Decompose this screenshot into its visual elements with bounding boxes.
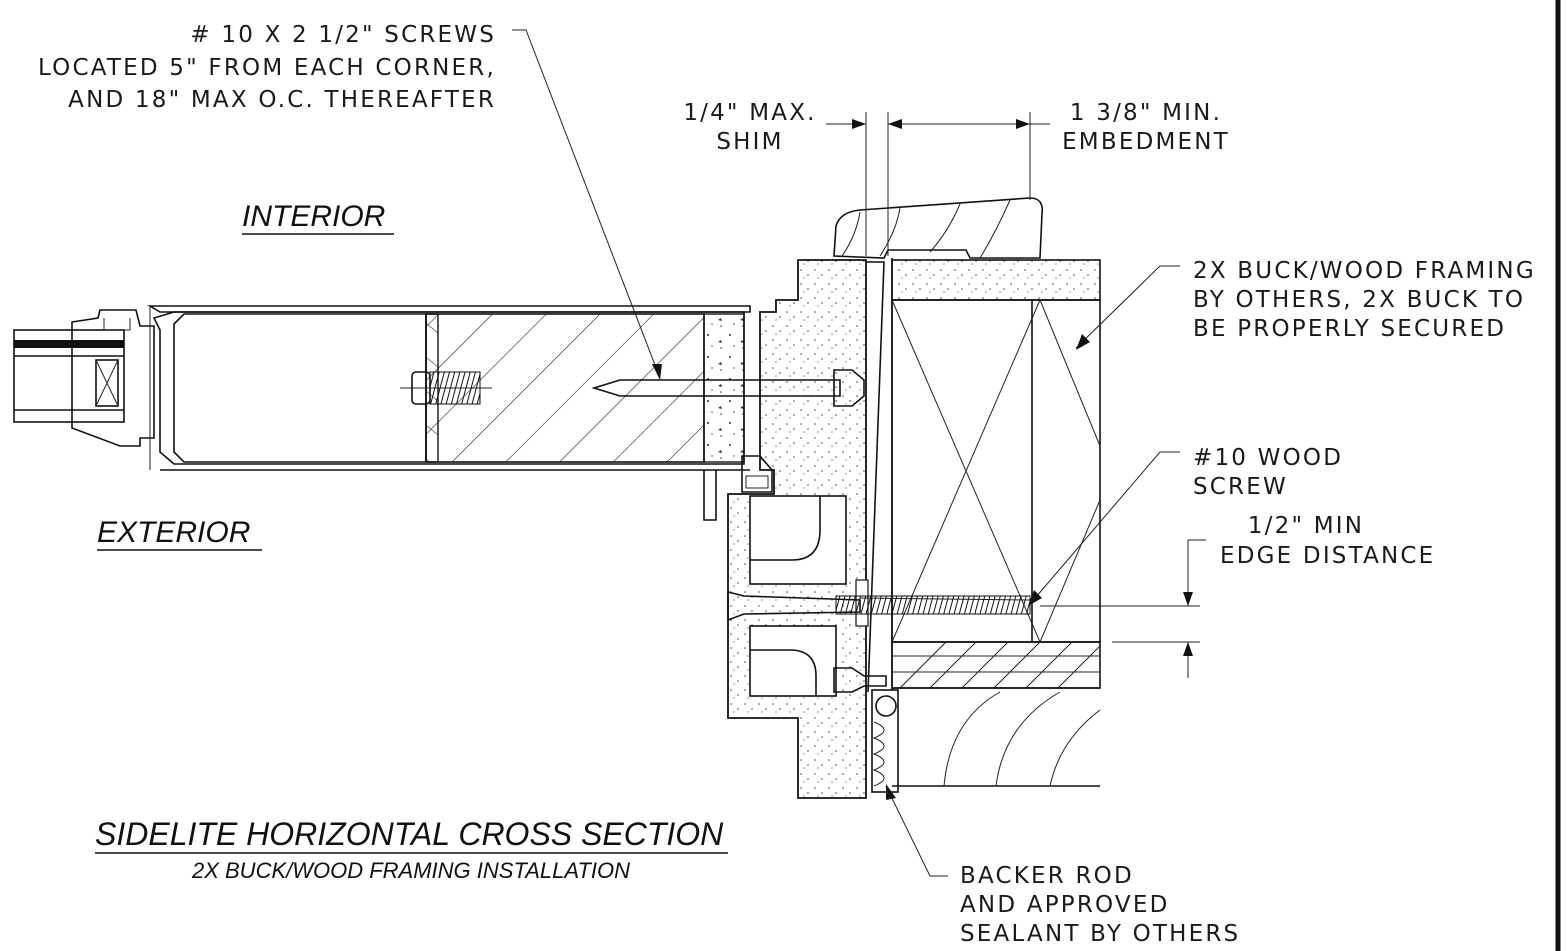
shim-note-line-1: 1/4" MAX. bbox=[683, 100, 816, 126]
drawing-title: SIDELITE HORIZONTAL CROSS SECTION bbox=[95, 816, 724, 852]
edge-note-line-1: 1/2" MIN bbox=[1248, 513, 1364, 539]
frame-cavity-upper bbox=[749, 495, 847, 585]
shim bbox=[866, 261, 885, 693]
exterior-wall bbox=[892, 687, 1101, 787]
interior-trim bbox=[833, 197, 1044, 259]
sill-hatch bbox=[891, 641, 1101, 689]
interior-label: INTERIOR bbox=[242, 200, 385, 233]
buck-note-line-2: BY OTHERS, 2X BUCK TO bbox=[1193, 287, 1525, 313]
embedment-note-line-1: 1 3/8" MIN. bbox=[1070, 100, 1222, 126]
frame-cavity-lower bbox=[749, 625, 837, 697]
buck-note-line-1: 2X BUCK/WOOD FRAMING bbox=[1193, 258, 1536, 284]
drawing-subtitle: 2X BUCK/WOOD FRAMING INSTALLATION bbox=[191, 858, 630, 883]
wood-screw-note-line-2: SCREW bbox=[1193, 474, 1288, 500]
exterior-label: EXTERIOR bbox=[97, 516, 250, 549]
screws-note-line-2: LOCATED 5" FROM EACH CORNER, bbox=[38, 55, 496, 81]
shim-dimension bbox=[826, 112, 1050, 256]
edge-note-line-2: EDGE DISTANCE bbox=[1220, 543, 1435, 569]
sidelite-frame bbox=[13, 305, 751, 471]
lower-screw bbox=[833, 667, 887, 693]
drywall bbox=[891, 259, 1101, 301]
buck-note-line-3: BE PROPERLY SECURED bbox=[1193, 316, 1506, 342]
wood-screw-note-line-1: #10 WOOD bbox=[1193, 445, 1343, 471]
backer-note-line-2: AND APPROVED bbox=[960, 892, 1170, 918]
glazing-clip bbox=[741, 455, 773, 493]
wood-buck bbox=[891, 258, 1101, 690]
edge-distance-dimension bbox=[1040, 539, 1206, 678]
shim-note-line-2: SHIM bbox=[716, 129, 783, 155]
wood-screw bbox=[727, 590, 1031, 622]
exterior-lip bbox=[703, 470, 717, 521]
backer-note-line-3: SEALANT BY OTHERS bbox=[960, 921, 1240, 947]
screws-note-line-1: # 10 X 2 1/2" SCREWS bbox=[190, 22, 496, 48]
leader-lines bbox=[512, 29, 1180, 877]
screws-note-line-3: AND 18" MAX O.C. THEREAFTER bbox=[68, 87, 496, 113]
backer-rod bbox=[871, 689, 899, 793]
composite-filler bbox=[703, 313, 745, 463]
backer-note-line-1: BACKER ROD bbox=[960, 863, 1134, 889]
embedment-note-line-2: EMBEDMENT bbox=[1062, 129, 1230, 155]
panel-screw bbox=[400, 371, 492, 405]
